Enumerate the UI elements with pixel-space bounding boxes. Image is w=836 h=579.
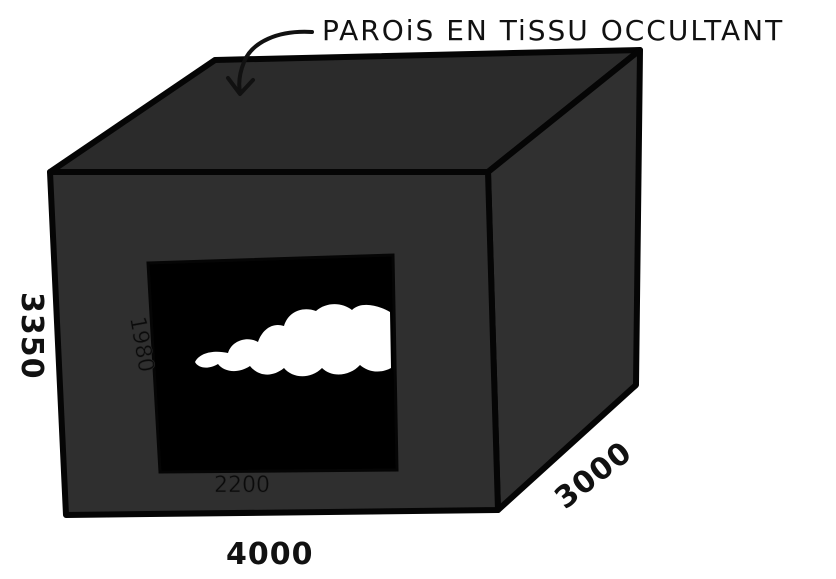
annotation-arrow xyxy=(237,29,314,94)
annotation-arrowhead xyxy=(226,76,255,96)
dimension-width: 4000 xyxy=(226,537,314,572)
dimension-height: 3350 xyxy=(14,292,49,380)
cloud-shape xyxy=(195,304,391,377)
dimension-opening-height: 1980 xyxy=(124,315,158,374)
dimension-opening-width: 2200 xyxy=(214,473,270,498)
annotation-label: PAROiS EN TiSSU OCCULTANT xyxy=(322,14,784,47)
